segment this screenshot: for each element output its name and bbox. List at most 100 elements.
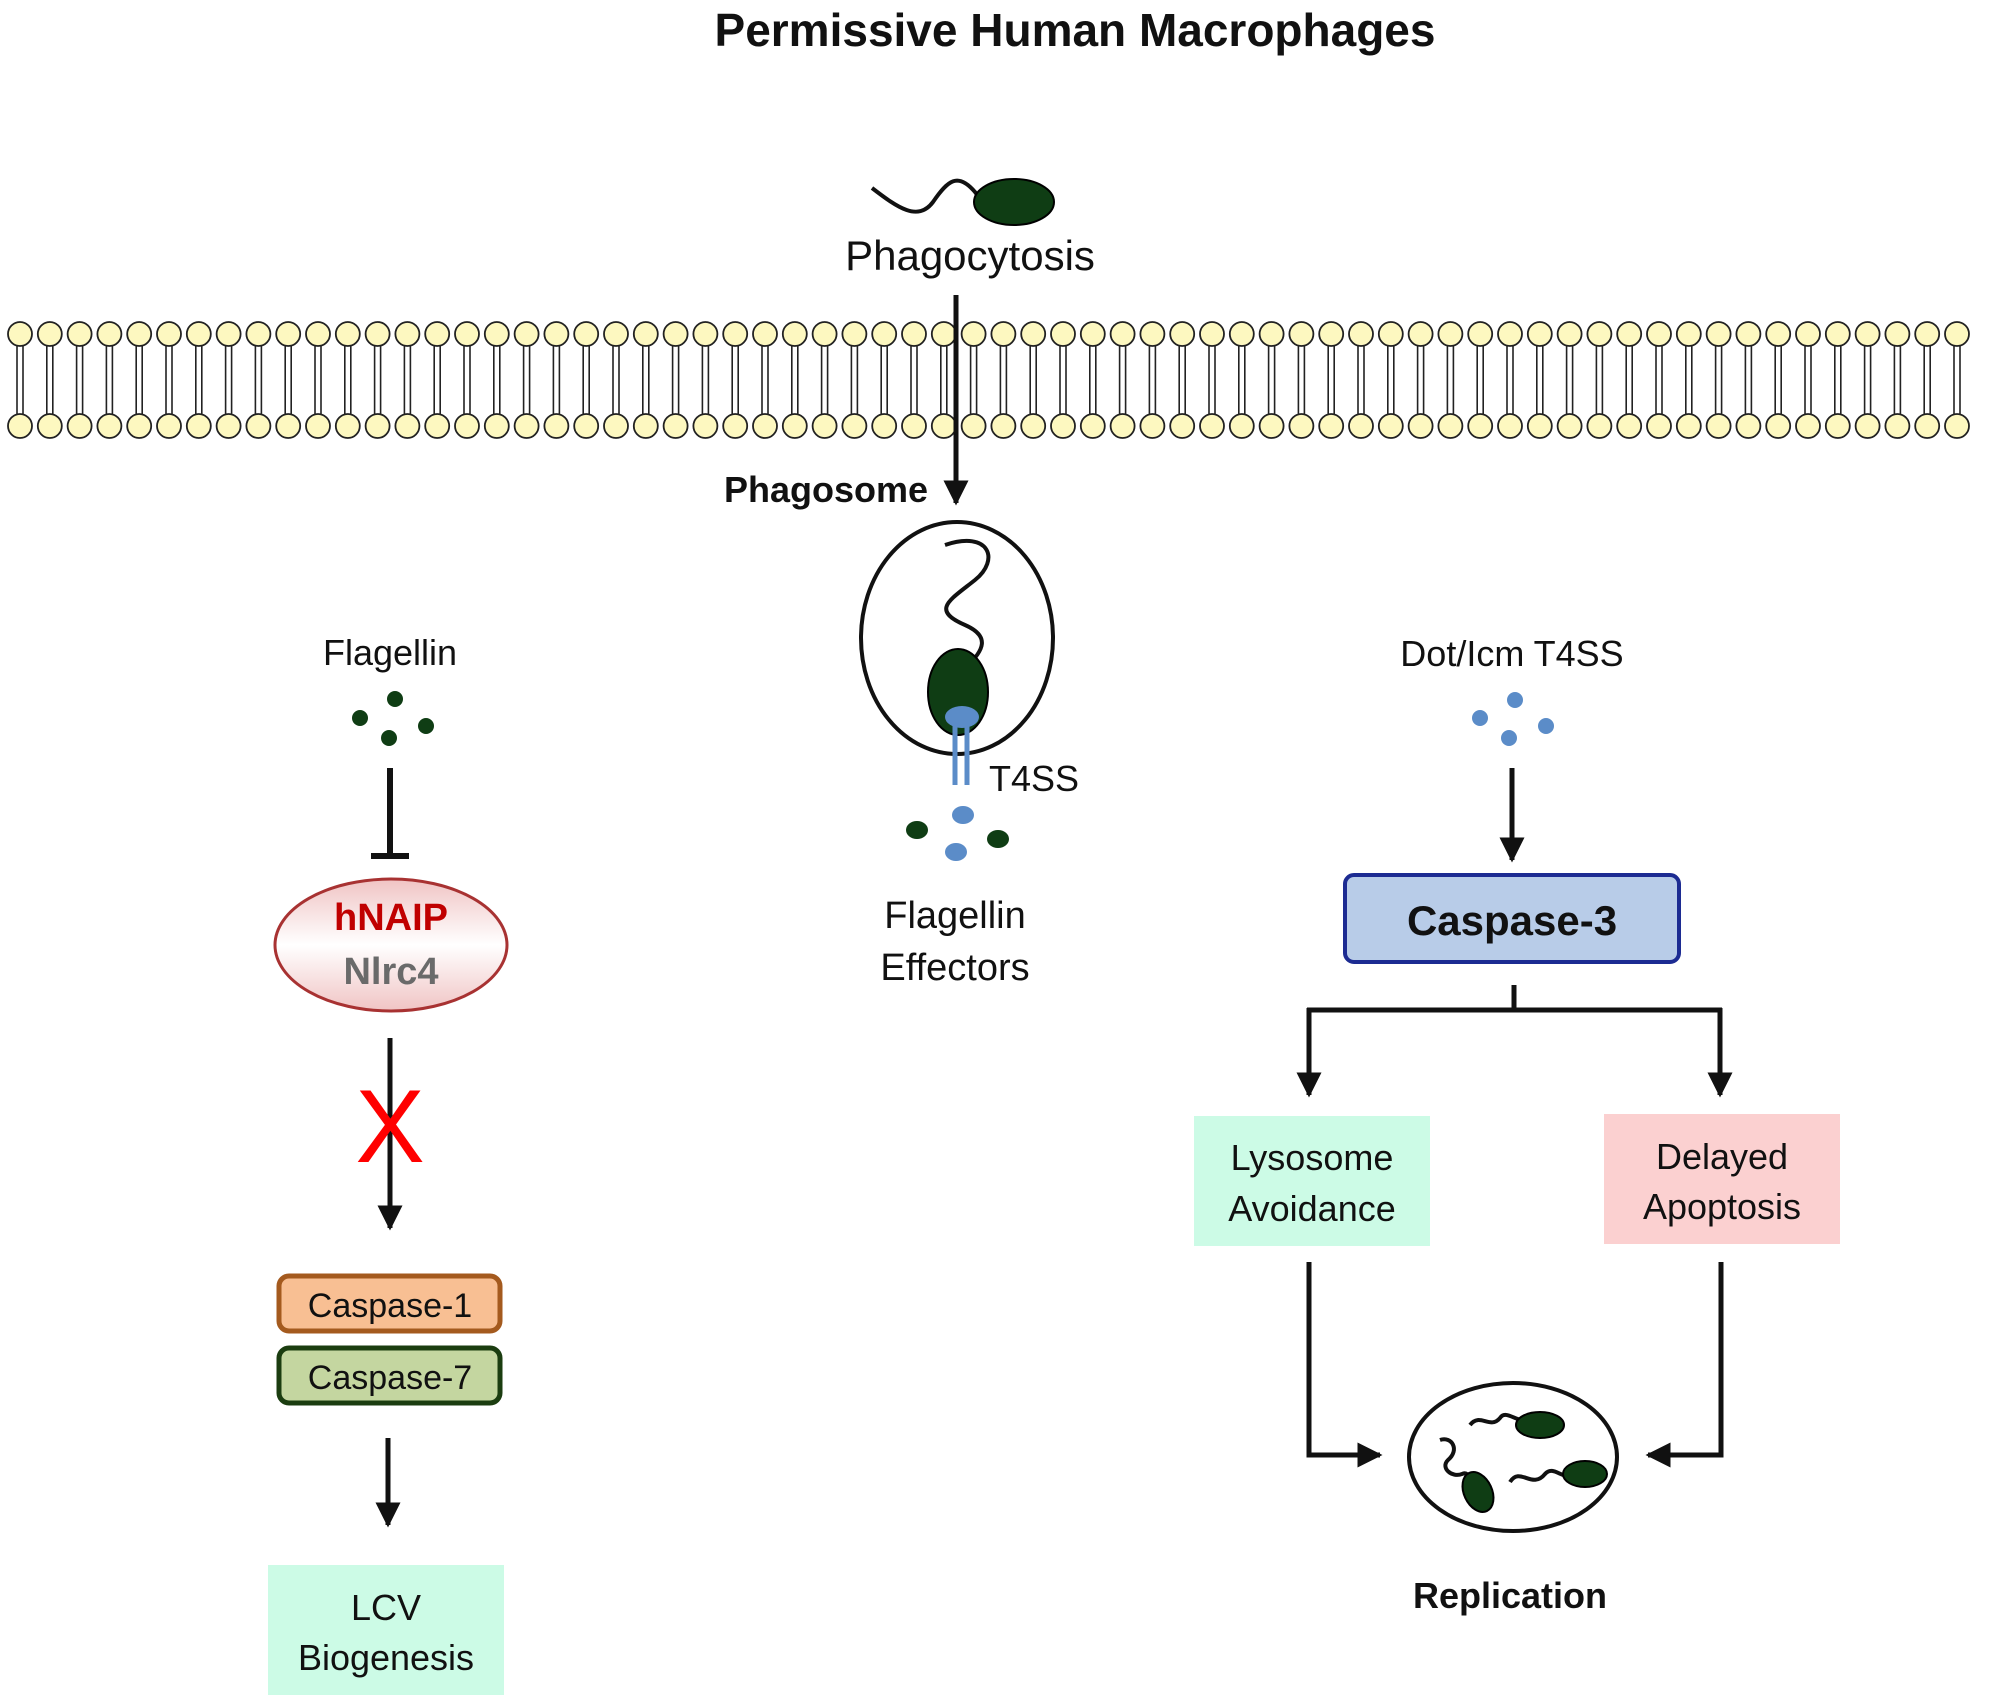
phagocytosis-label: Phagocytosis <box>845 232 1095 279</box>
lipid-head <box>1497 321 1523 347</box>
lipid-head <box>692 413 719 439</box>
lipid-head <box>781 413 808 439</box>
lipid-head <box>424 413 451 439</box>
caspase-7-box: Caspase-7 <box>276 1345 503 1406</box>
lipid-head <box>752 321 778 347</box>
lipid-head <box>692 321 719 347</box>
lipid-head <box>1914 321 1941 347</box>
lipid-head <box>811 413 838 439</box>
lipid-head <box>1675 413 1702 439</box>
lipid-head <box>1348 321 1374 347</box>
lipid-head <box>632 413 659 439</box>
t4ss-apparatus-icon <box>945 706 979 785</box>
nlrc4-label: Nlrc4 <box>343 951 438 993</box>
lcv-label-line2: Biogenesis <box>298 1637 474 1678</box>
lipid-head <box>1705 413 1732 439</box>
lipid-head <box>722 321 749 347</box>
lipid-head <box>1854 413 1881 439</box>
lipid-head <box>1616 321 1643 347</box>
lipid-head <box>1258 321 1285 347</box>
cell-membrane <box>7 321 1970 439</box>
lipid-head <box>1467 321 1494 347</box>
dot-icm-dots-icon <box>1472 692 1554 746</box>
lipid-head <box>1199 413 1225 439</box>
lipid-head <box>1735 321 1762 347</box>
lipid-head <box>632 321 659 347</box>
lipid-head <box>930 413 957 439</box>
lipid-head <box>603 321 629 347</box>
lipid-head <box>1586 413 1613 439</box>
lipid-head <box>334 413 361 439</box>
lipid-head <box>1914 413 1941 439</box>
replication-label: Replication <box>1413 1575 1607 1616</box>
diagram-title: Permissive Human Macrophages <box>715 4 1436 56</box>
delayed-apoptosis-box: Delayed Apoptosis <box>1604 1114 1840 1244</box>
lipid-head <box>1616 413 1643 439</box>
lipid-head <box>156 413 182 439</box>
t4ss-label: T4SS <box>989 758 1079 799</box>
lipid-head <box>990 413 1017 439</box>
lipid-head <box>1258 413 1285 439</box>
lcv-label-line1: LCV <box>351 1587 421 1628</box>
lipid-head <box>454 321 480 347</box>
lipid-head <box>1020 321 1047 347</box>
lipid-head <box>1735 413 1762 439</box>
lipid-head <box>1199 321 1225 347</box>
lipid-head <box>1646 321 1672 347</box>
flagellin-effectors-line1: Flagellin <box>884 895 1026 937</box>
lipid-head <box>424 321 451 347</box>
lipid-head <box>215 321 242 347</box>
lipid-head <box>245 321 272 347</box>
lipid-head <box>1139 413 1166 439</box>
lipid-head <box>901 321 927 347</box>
lipid-head <box>960 321 987 347</box>
block-mark: X <box>355 1069 424 1185</box>
lipid-head <box>841 413 868 439</box>
lipid-head <box>215 413 242 439</box>
left-flagellin-label: Flagellin <box>323 632 457 673</box>
lipid-head <box>513 413 540 439</box>
lipid-head <box>334 321 361 347</box>
lipid-head <box>126 321 153 347</box>
lipid-head <box>1139 321 1166 347</box>
lipid-head <box>1377 413 1404 439</box>
flagellin-effectors-line2: Effectors <box>880 947 1029 989</box>
lipid-head <box>1169 321 1196 347</box>
to-replication-arrows <box>1306 1262 1724 1468</box>
lipid-head <box>1944 321 1970 347</box>
lipid-head <box>156 321 182 347</box>
lipid-head <box>1824 321 1851 347</box>
lysosome-avoidance-box: Lysosome Avoidance <box>1194 1116 1430 1246</box>
lipid-head <box>364 413 391 439</box>
lipid-head <box>960 413 987 439</box>
lipid-head <box>1884 413 1911 439</box>
lipid-head <box>275 321 302 347</box>
caspase-3-box: Caspase-3 <box>1343 873 1681 964</box>
lipid-head <box>1437 321 1464 347</box>
lipid-head <box>841 321 868 347</box>
lysosome-label-line2: Avoidance <box>1228 1188 1395 1229</box>
inhibition-arrow <box>371 768 409 859</box>
lipid-head <box>364 321 391 347</box>
lipid-head <box>483 413 510 439</box>
lipid-head <box>1079 321 1106 347</box>
apoptosis-label-line1: Delayed <box>1656 1136 1788 1177</box>
lipid-head <box>394 413 421 439</box>
lipid-head <box>1407 321 1434 347</box>
caspase-3-split-arrows <box>1296 985 1733 1098</box>
lipid-head <box>781 321 808 347</box>
lipid-head <box>96 321 123 347</box>
lipid-head <box>126 413 153 439</box>
lipid-head <box>7 321 33 347</box>
lipid-head <box>722 413 749 439</box>
lipid-head <box>662 321 689 347</box>
lipid-head <box>1079 413 1106 439</box>
lipid-head <box>1467 413 1494 439</box>
caspase-1-box: Caspase-1 <box>276 1273 503 1334</box>
free-bacterium-icon <box>870 178 1055 226</box>
apoptosis-label-line2: Apoptosis <box>1643 1186 1801 1227</box>
lipid-head <box>305 321 331 347</box>
lipid-head <box>1765 321 1792 347</box>
flagellin-dots-icon <box>352 691 434 746</box>
